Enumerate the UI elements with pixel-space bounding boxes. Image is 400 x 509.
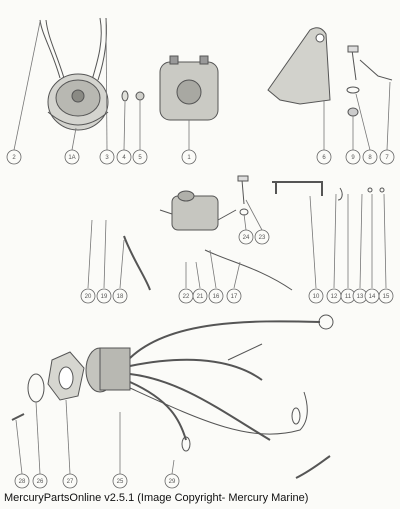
- callout-19: 19: [96, 288, 112, 304]
- callout-label: 9: [351, 155, 355, 161]
- callout-label: 23: [259, 235, 266, 241]
- callout-7: 7: [379, 149, 395, 165]
- callout-label: 14: [369, 294, 376, 300]
- callout-label: 8: [368, 155, 372, 161]
- callout-21: 21: [192, 288, 208, 304]
- callout-label: 21: [197, 294, 204, 300]
- callout-2: 2: [6, 149, 22, 165]
- callout-label: 24: [243, 235, 250, 241]
- solenoid-part: [159, 55, 219, 121]
- callout-label: 16: [213, 294, 220, 300]
- callout-12: 12: [326, 288, 342, 304]
- callout-29: 29: [164, 473, 180, 489]
- grommet-ring-parts: [11, 351, 85, 421]
- callout-label: 7: [385, 155, 389, 161]
- callout-5: 5: [132, 149, 148, 165]
- callout-label: 6: [322, 155, 326, 161]
- callout-18: 18: [112, 288, 128, 304]
- mounting-bracket-part: [267, 27, 393, 117]
- callout-1: 1: [181, 149, 197, 165]
- callout-label: 15: [383, 294, 390, 300]
- callout-9: 9: [345, 149, 361, 165]
- callout-16: 16: [208, 288, 224, 304]
- callout-10: 10: [308, 288, 324, 304]
- callout-label: 25: [117, 479, 124, 485]
- starter-relay-part: [123, 175, 293, 291]
- callout-28: 28: [14, 473, 30, 489]
- callout-label: 1: [187, 155, 191, 161]
- callout-label: 3: [105, 155, 109, 161]
- callout-27: 27: [62, 473, 78, 489]
- callout-24: 24: [238, 229, 254, 245]
- wiring-harness-part: [85, 314, 334, 479]
- callout-label: 22: [183, 294, 190, 300]
- callout-label: 20: [85, 294, 92, 300]
- callout-1A: 1A: [64, 149, 80, 165]
- callout-label: 17: [231, 294, 238, 300]
- callout-13: 13: [352, 288, 368, 304]
- callout-label: 12: [331, 294, 338, 300]
- callout-8: 8: [362, 149, 378, 165]
- callout-label: 26: [37, 479, 44, 485]
- callout-3: 3: [99, 149, 115, 165]
- callout-6: 6: [316, 149, 332, 165]
- callout-label: 29: [169, 479, 176, 485]
- callout-label: 11: [345, 294, 352, 300]
- callout-label: 13: [357, 294, 364, 300]
- callout-14: 14: [364, 288, 380, 304]
- callout-label: 19: [101, 294, 108, 300]
- callout-label: 18: [117, 294, 124, 300]
- callout-label: 1A: [68, 155, 75, 161]
- callout-26: 26: [32, 473, 48, 489]
- callout-17: 17: [226, 288, 242, 304]
- callout-4: 4: [116, 149, 132, 165]
- lead-bracket-part: [272, 181, 385, 201]
- callout-20: 20: [80, 288, 96, 304]
- copyright-footer: MercuryPartsOnline v2.5.1 (Image Copyrig…: [4, 492, 309, 504]
- callout-label: 28: [19, 479, 26, 485]
- callout-15: 15: [378, 288, 394, 304]
- callout-label: 10: [313, 294, 320, 300]
- callout-22: 22: [178, 288, 194, 304]
- callout-23: 23: [254, 229, 270, 245]
- callout-25: 25: [112, 473, 128, 489]
- callout-label: 4: [122, 155, 126, 161]
- callout-label: 27: [67, 479, 74, 485]
- small-washer-parts: [121, 90, 145, 102]
- callout-label: 5: [138, 155, 142, 161]
- ignition-coil-part: [39, 17, 109, 131]
- callout-label: 2: [12, 155, 16, 161]
